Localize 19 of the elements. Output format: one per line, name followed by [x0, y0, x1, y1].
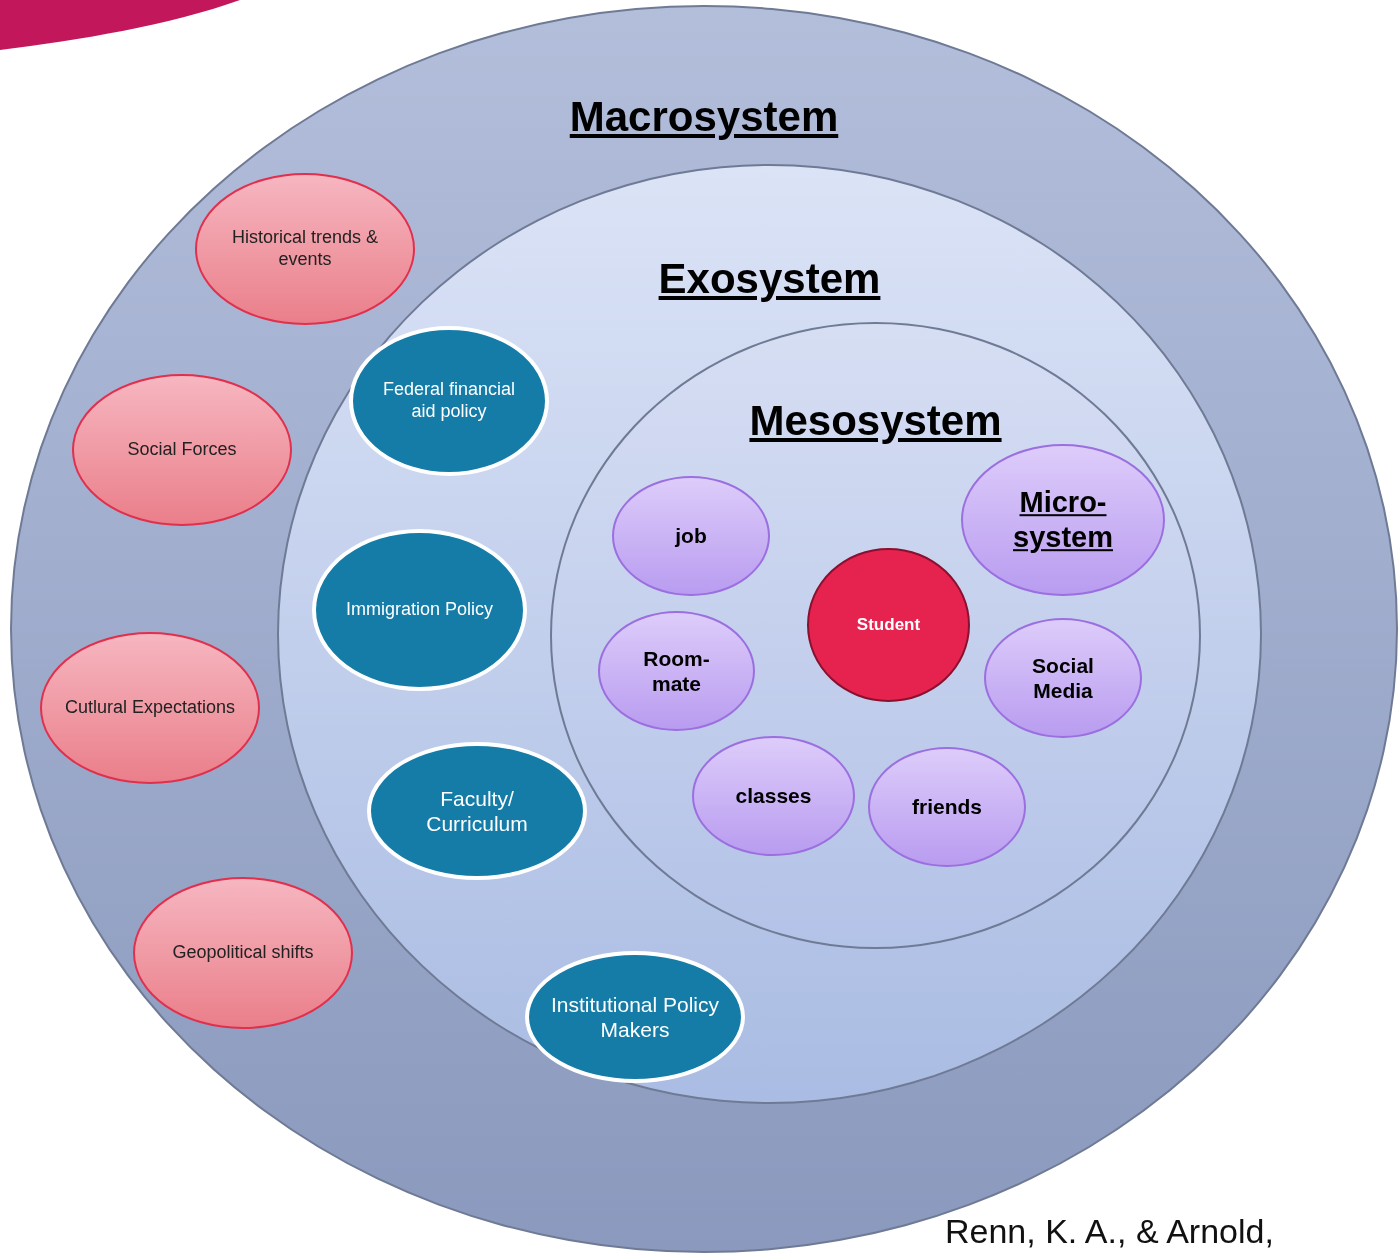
node-label: Micro- system: [1013, 486, 1113, 553]
node-label: Historical trends & events: [231, 227, 379, 269]
node-label: Institutional Policy Makers: [550, 992, 720, 1041]
node-label: Geopolitical shifts: [172, 942, 314, 963]
node-label: Student: [856, 614, 921, 634]
ring-title: Mesosystem: [749, 397, 1002, 444]
node-label: Immigration Policy: [345, 599, 493, 620]
node-label: job: [675, 524, 707, 548]
citation-text: Renn, K. A., & Arnold,: [945, 1212, 1274, 1251]
node-label: Social Media: [1032, 653, 1094, 702]
ring-title: Exosystem: [658, 255, 881, 302]
node-label: Federal financial aid policy: [382, 379, 516, 421]
node-label: Social Forces: [127, 439, 237, 460]
node-label: Room- mate: [643, 646, 710, 695]
node-label: classes: [735, 784, 812, 808]
ring-title: Macrosystem: [569, 93, 839, 140]
node-label: friends: [912, 795, 982, 819]
node-label: Cutlural Expectations: [64, 697, 236, 718]
node-label: Faculty/ Curriculum: [426, 786, 528, 835]
